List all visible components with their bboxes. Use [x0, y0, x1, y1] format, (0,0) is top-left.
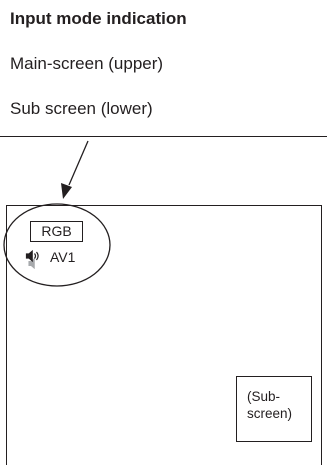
callout-arrow-line: [68, 140, 89, 186]
callout-graphics: [3, 140, 111, 287]
sub-input-label: AV1: [50, 249, 76, 265]
legend-title: Input mode indication: [10, 9, 187, 28]
main-input-label: RGB: [30, 221, 83, 242]
legend-main-screen: Main-screen (upper): [10, 54, 164, 73]
speaker-icon: [25, 249, 39, 269]
subscreen-box: (Sub- screen): [236, 376, 312, 442]
legend-sub-screen: Sub screen (lower): [10, 99, 153, 118]
callout-arrow-head: [61, 183, 72, 199]
divider-rule: [0, 136, 327, 137]
tv-screen-frame: [6, 205, 322, 465]
subscreen-label-line2: screen): [247, 406, 293, 421]
callout-ellipse: [3, 203, 111, 287]
subscreen-label-line1: (Sub-: [247, 389, 281, 404]
